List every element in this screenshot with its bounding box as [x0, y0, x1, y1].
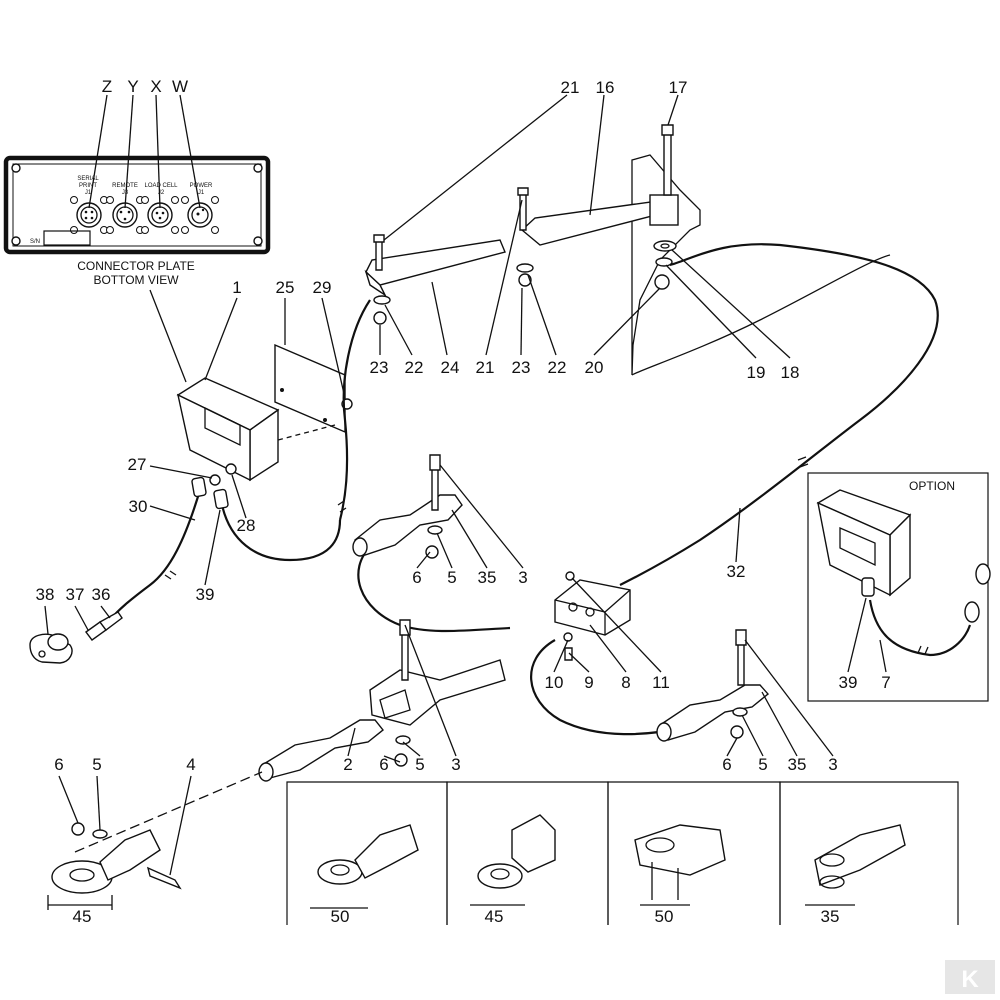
dimension-50-variant1: 50: [331, 907, 350, 926]
connector-letter-y: Y: [127, 77, 138, 96]
brand-logo: K: [945, 960, 995, 994]
callout-37: 37: [66, 585, 85, 604]
connector-letter-x: X: [150, 77, 161, 96]
callout-23-mid: 23: [512, 358, 531, 377]
callout-19: 19: [747, 363, 766, 382]
callout-1: 1: [232, 278, 241, 297]
dimension-45-main: 45: [73, 907, 92, 926]
brand-mark-letter: K: [961, 966, 979, 993]
callout-38: 38: [36, 585, 55, 604]
clevis-pin-upper: [352, 454, 463, 559]
dimension-50-variant3: 50: [655, 907, 674, 926]
cables: [109, 243, 972, 736]
callout-6-upper: 6: [412, 568, 421, 587]
callout-5-left: 5: [92, 755, 101, 774]
junction-box: [554, 571, 631, 661]
callout-25: 25: [276, 278, 295, 297]
callout-10: 10: [545, 673, 564, 692]
callout-3-center: 3: [451, 755, 460, 774]
callout-6-right: 6: [722, 755, 731, 774]
callout-6-center: 6: [379, 755, 388, 774]
connector-z-label-line1: SERIAL: [77, 176, 99, 182]
callout-22-left: 22: [405, 358, 424, 377]
callout-35-upper: 35: [478, 568, 497, 587]
callout-22-mid: 22: [548, 358, 567, 377]
callout-6-left: 6: [54, 755, 63, 774]
callout-5-upper: 5: [447, 568, 456, 587]
callout-3-right: 3: [828, 755, 837, 774]
callout-5-right: 5: [758, 755, 767, 774]
callout-5-center: 5: [415, 755, 424, 774]
connector-z-label-line2: PRINT: [79, 183, 97, 189]
connector-x-label-line1: LOAD CELL: [144, 183, 178, 189]
callout-29: 29: [313, 278, 332, 297]
option-panel: OPTION: [807, 472, 991, 702]
serial-number-label: S/N: [30, 239, 40, 245]
callout-3-upper: 3: [518, 568, 527, 587]
callout-18: 18: [781, 363, 800, 382]
callout-35-right: 35: [788, 755, 807, 774]
callout-17: 17: [669, 78, 688, 97]
connector-letter-z: Z: [102, 77, 112, 96]
connector-z-label-line3: J1: [85, 190, 92, 196]
callout-39: 39: [196, 585, 215, 604]
callout-24: 24: [441, 358, 460, 377]
callout-8: 8: [621, 673, 630, 692]
load-cell-sensor: [29, 476, 229, 664]
callout-labels: 1 25 29 27 28 30 39 38 37 36 21 16 17 23…: [36, 78, 891, 774]
callout-36: 36: [92, 585, 111, 604]
connector-x-label-line2: J2: [158, 190, 165, 196]
callout-11: 11: [652, 673, 670, 692]
serial-number-box: [43, 230, 91, 246]
callout-28: 28: [237, 516, 256, 535]
dimension-labels: 45 50 45 50 35: [73, 907, 840, 926]
clevis-pin-right: [656, 629, 770, 742]
mounting-bracket-assembly: [74, 619, 506, 853]
callout-32: 32: [727, 562, 746, 581]
callout-20: 20: [585, 358, 604, 377]
rod-end-main: [47, 822, 182, 910]
callout-23-left: 23: [370, 358, 389, 377]
callout-21-mid: 21: [476, 358, 495, 377]
callout-39-option: 39: [839, 673, 858, 692]
callout-30: 30: [129, 497, 148, 516]
connector-plate: SERIAL PRINT J1 REMOTE J3 LOAD CELL J2 P…: [3, 77, 271, 383]
callout-leaders: [44, 297, 887, 876]
callout-27: 27: [128, 455, 147, 474]
connector-y-label-line2: J3: [122, 190, 129, 196]
callout-9: 9: [584, 673, 593, 692]
callout-4: 4: [186, 755, 195, 774]
callout-7: 7: [881, 673, 890, 692]
dimension-45-variant2: 45: [485, 907, 504, 926]
arm-assembly: [364, 94, 791, 376]
connector-w-label-line2: J1: [198, 190, 205, 196]
option-title: OPTION: [909, 479, 955, 493]
connector-y-label-line1: REMOTE: [112, 183, 138, 189]
connector-plate-caption-line1: CONNECTOR PLATE: [77, 259, 195, 273]
callout-16: 16: [596, 78, 615, 97]
callout-21-top: 21: [561, 78, 580, 97]
connector-w-label-line1: POWER: [190, 183, 213, 189]
variant-panels: [286, 781, 959, 925]
dimension-35-variant4: 35: [821, 907, 840, 926]
callout-2: 2: [343, 755, 352, 774]
connector-plate-caption-line2: BOTTOM VIEW: [93, 273, 179, 287]
connector-letter-w: W: [172, 77, 188, 96]
indicator-housing: [176, 343, 353, 486]
